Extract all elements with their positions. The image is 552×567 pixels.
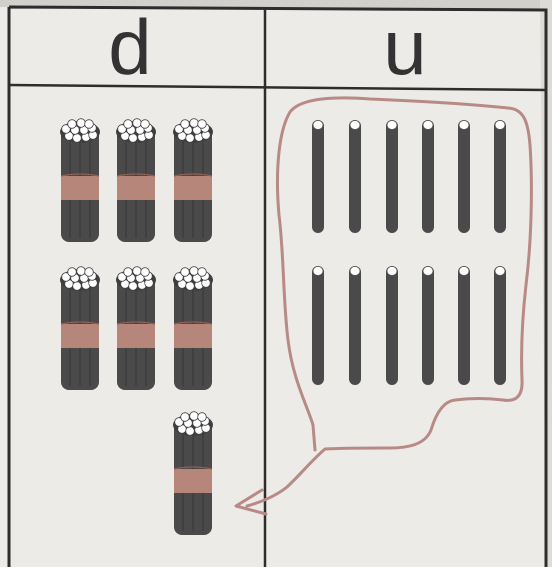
stick-body <box>494 266 506 385</box>
bundle-of-ten <box>60 119 100 242</box>
rubber-band <box>61 324 99 348</box>
loose-stick <box>494 120 506 233</box>
stick-end <box>459 121 469 130</box>
loose-stick <box>386 120 398 233</box>
stick-end <box>181 120 190 129</box>
stick-end <box>190 119 199 128</box>
loose-stick <box>312 120 324 233</box>
stick-end <box>186 427 195 436</box>
stick-end <box>133 267 142 276</box>
bundle-of-ten <box>173 119 213 242</box>
stick-end <box>124 120 133 129</box>
stick-end <box>186 282 195 291</box>
stick-end <box>77 119 86 128</box>
stick-end <box>459 267 469 276</box>
stick-body <box>386 120 398 233</box>
header-label-u: u <box>383 3 426 91</box>
rubber-band <box>117 324 155 348</box>
stick-body <box>494 120 506 233</box>
stick-end <box>350 121 360 130</box>
stick-end <box>313 121 323 130</box>
stick-end <box>181 268 190 277</box>
stick-body <box>349 266 361 385</box>
rubber-band <box>174 324 212 348</box>
stick-end <box>133 119 142 128</box>
stick-body <box>349 120 361 233</box>
loose-stick <box>458 266 470 385</box>
stick-end <box>423 121 433 130</box>
stick-body <box>458 120 470 233</box>
loose-stick <box>349 120 361 233</box>
stick-end <box>68 120 77 129</box>
stick-end <box>85 268 94 277</box>
stick-end <box>198 120 207 129</box>
rubber-band <box>61 176 99 200</box>
stick-end <box>129 282 138 291</box>
bundle-of-ten <box>116 119 156 242</box>
stick-body <box>422 120 434 233</box>
stick-end <box>387 267 397 276</box>
loose-stick <box>422 120 434 233</box>
stick-end <box>198 268 207 277</box>
stick-end <box>77 267 86 276</box>
stick-body <box>422 266 434 385</box>
stick-end <box>190 412 199 421</box>
rubber-band <box>174 469 212 493</box>
stick-end <box>181 413 190 422</box>
header-label-d: d <box>108 3 151 91</box>
rubber-band <box>174 176 212 200</box>
stick-end <box>198 413 207 422</box>
loose-stick <box>494 266 506 385</box>
loose-stick <box>386 266 398 385</box>
stick-end <box>495 121 505 130</box>
bundle-of-ten <box>173 412 213 535</box>
loose-stick <box>349 266 361 385</box>
stick-end <box>387 121 397 130</box>
loose-stick <box>422 266 434 385</box>
stick-end <box>141 120 150 129</box>
loose-stick <box>312 266 324 385</box>
stick-end <box>124 268 133 277</box>
stick-end <box>73 282 82 291</box>
stick-end <box>495 267 505 276</box>
bundle-of-ten <box>116 267 156 390</box>
stick-end <box>85 120 94 129</box>
bundle-of-ten <box>60 267 100 390</box>
loose-stick <box>458 120 470 233</box>
stick-end <box>68 268 77 277</box>
stick-body <box>312 120 324 233</box>
stick-end <box>350 267 360 276</box>
stick-end <box>313 267 323 276</box>
stick-body <box>312 266 324 385</box>
stick-end <box>141 268 150 277</box>
bundle-of-ten <box>173 267 213 390</box>
stick-end <box>186 134 195 143</box>
stick-body <box>386 266 398 385</box>
stick-end <box>129 134 138 143</box>
stick-end <box>423 267 433 276</box>
rubber-band <box>117 176 155 200</box>
stick-end <box>190 267 199 276</box>
stick-body <box>458 266 470 385</box>
stick-end <box>73 134 82 143</box>
